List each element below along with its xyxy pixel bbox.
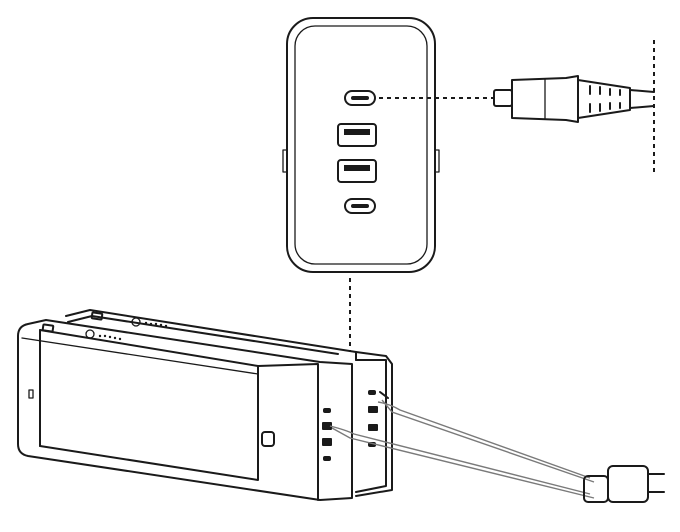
front-bank-led-dots (98, 334, 122, 341)
charger-port-usb-c-top (344, 90, 376, 106)
rear-bank-led-dots (144, 321, 168, 328)
wall-charger (282, 17, 440, 273)
charging-cables (329, 391, 595, 499)
power-bank-front (17, 319, 353, 501)
charger-left-clip (282, 149, 288, 173)
front-bank-side-slot (28, 389, 34, 399)
rear-bank-top-edge (65, 309, 357, 361)
front-bank-ports (322, 408, 332, 461)
front-bank-side-panel (39, 329, 259, 481)
charger-port-usb-c-bottom (344, 198, 376, 214)
power-bank-rear (65, 309, 393, 497)
cable-strain-relief (577, 79, 631, 119)
front-bank-side-button (261, 431, 275, 447)
cable-upper (377, 401, 591, 479)
rear-bank-ports (368, 390, 378, 447)
wall-plug-body (607, 465, 649, 503)
wall-plug (583, 465, 665, 503)
rear-bank-power-button (131, 317, 141, 327)
rear-bank-end-cap (355, 351, 393, 497)
charger-outer-shell (286, 17, 436, 273)
front-bank-power-button (85, 329, 95, 339)
cable-body (629, 89, 655, 109)
charger-port-usb-a-1 (337, 123, 377, 147)
charger-right-clip (434, 149, 440, 173)
usb-c-cable (379, 40, 655, 174)
usb-c-plug-housing (511, 75, 579, 123)
usb-c-plug-tip (493, 89, 513, 107)
charger-port-usb-a-2 (337, 159, 377, 183)
cable-lower (329, 425, 591, 495)
charger-inner-bevel (294, 25, 428, 265)
front-bank-outline (17, 319, 353, 501)
